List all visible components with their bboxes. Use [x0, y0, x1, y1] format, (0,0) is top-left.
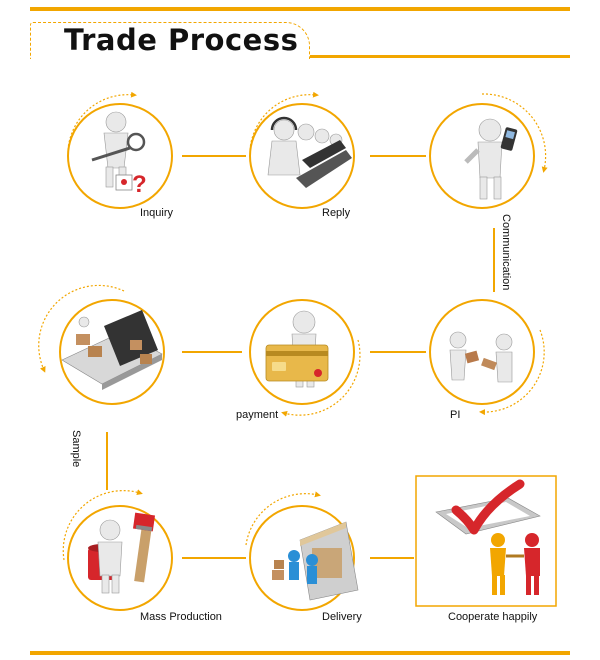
step-label-reply: Reply — [322, 207, 350, 219]
bottom-accent-bar — [30, 651, 570, 655]
step-label-sample: Sample — [70, 430, 82, 467]
pi-circle — [430, 300, 534, 404]
svg-text:?: ? — [132, 171, 147, 198]
step-label-payment: payment — [236, 409, 278, 421]
step-label-pi: PI — [450, 409, 460, 421]
step-label-cooperate: Cooperate happily — [448, 611, 537, 623]
step-label-communication: Communication — [500, 214, 512, 290]
checkmark-handshake-icon — [416, 476, 556, 606]
step-label-mass-production: Mass Production — [140, 611, 222, 623]
step-label-delivery: Delivery — [322, 611, 362, 623]
step-label-inquiry: Inquiry — [140, 207, 173, 219]
